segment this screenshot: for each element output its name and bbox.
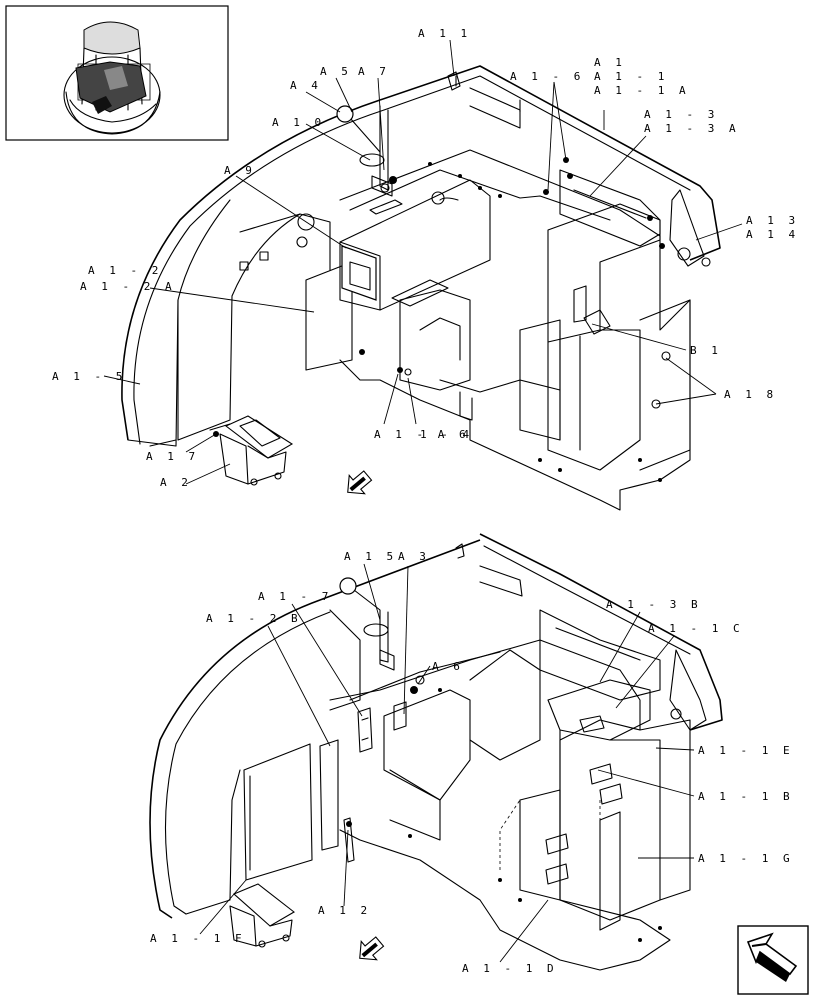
label-a1-2a: A 1 - 2 A xyxy=(80,280,176,293)
label-a1-3b: A 1 - 3 B xyxy=(606,598,702,611)
label-a1-1g: A 1 - 1 G xyxy=(698,852,794,865)
label-a1-1d: A 1 - 1 D xyxy=(462,962,558,975)
label-a1-1c: A 1 - 1 C xyxy=(648,622,744,635)
label-a3: A 3 xyxy=(398,550,430,563)
label-a14: A 1 4 xyxy=(746,228,799,241)
label-a6: A 6 xyxy=(432,660,464,673)
label-a1-3a: A 1 - 3 A xyxy=(644,122,740,135)
label-a1-1f: A 1 - 1 F xyxy=(150,932,246,945)
label-a1-5: A 1 - 5 xyxy=(52,370,126,383)
label-a15: A 1 5 xyxy=(344,550,397,563)
label-a11: A 1 1 xyxy=(418,27,471,40)
label-a1-2: A 1 - 2 xyxy=(88,264,162,277)
label-a17: A 1 7 xyxy=(146,450,199,463)
label-a10: A 1 0 xyxy=(272,116,325,129)
label-a1-1b: A 1 - 1 B xyxy=(698,790,794,803)
label-a1-1: A 1 - 1 xyxy=(594,70,668,83)
label-a18: A 1 8 xyxy=(724,388,777,401)
front-arrow-icon xyxy=(347,470,373,495)
label-a7: A 7 xyxy=(358,65,390,78)
label-b1: B 1 xyxy=(690,344,722,357)
label-a1-4: 1 - 4 xyxy=(420,428,473,441)
label-a12: A 1 2 xyxy=(318,904,371,917)
leader-lines xyxy=(103,39,743,963)
label-a1-7: A 1 - 7 xyxy=(258,590,332,603)
label-a1-6: A 1 - 6 xyxy=(510,70,584,83)
bottom-view-labels: A 1 5 A 3 A 1 - 7 A 1 - 3 B A 1 - 2 B A … xyxy=(150,550,794,975)
label-a1-1a: A 1 - 1 A xyxy=(594,84,690,97)
label-a2: A 2 xyxy=(160,476,192,489)
label-a1-1e: A 1 - 1 E xyxy=(698,744,794,757)
label-a13: A 1 3 xyxy=(746,214,799,227)
label-a4: A 4 xyxy=(290,79,322,92)
label-a9: A 9 xyxy=(224,164,256,177)
label-a5: A 5 xyxy=(320,65,352,78)
label-a1-3: A 1 - 3 xyxy=(644,108,718,121)
machine-thumbnail-icon xyxy=(5,5,229,141)
label-a1-a6: A 1 - A 6 xyxy=(374,428,470,441)
bottom-assembly-view xyxy=(149,533,723,971)
next-page-arrow-icon[interactable] xyxy=(737,925,809,995)
label-a1-2b: A 1 - 2 B xyxy=(206,612,302,625)
top-assembly-view xyxy=(121,65,721,511)
front-arrow-icon xyxy=(359,936,385,961)
label-a1: A 1 xyxy=(594,56,626,69)
top-view-labels: A 1 1 A 5 A 7 A 4 A 1 - 6 A 1 A 1 - 1 A … xyxy=(52,27,799,489)
